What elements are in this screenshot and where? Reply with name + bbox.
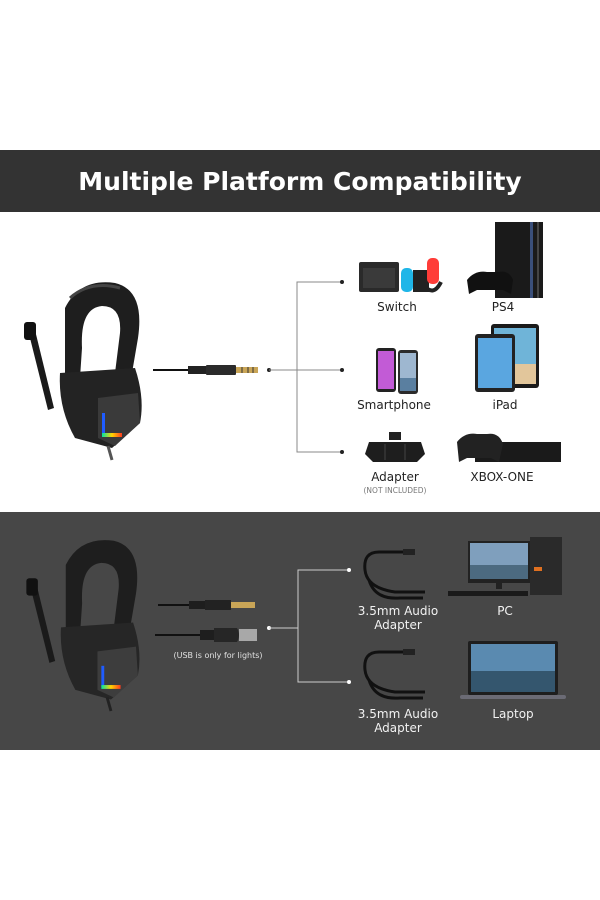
adapter-label-line2: Adapter [374, 618, 422, 632]
device-label-pc: PC [497, 604, 513, 618]
ipad-tablets-icon [475, 324, 539, 392]
connection-bracket [267, 280, 344, 454]
device-label-smartphone: Smartphone [357, 398, 431, 412]
adapter-label-laptop: 3.5mm Audio Adapter [348, 707, 448, 735]
adapter-label-pc: 3.5mm Audio Adapter [348, 604, 448, 632]
device-label-xbox-one: XBOX-ONE [470, 470, 534, 484]
adapter-not-included-note: (NOT INCLUDED) [363, 486, 427, 495]
adapter-label-line2: Adapter [374, 721, 422, 735]
desktop-pc-icon [448, 537, 562, 596]
audio-splitter-icon [363, 649, 425, 700]
headset-icon-bottom [26, 540, 140, 712]
usb-lights-note: (USB is only for lights) [173, 651, 263, 660]
smartphones-icon [376, 348, 418, 394]
audio-jack-icon-bottom [158, 600, 255, 610]
device-label-laptop: Laptop [492, 707, 534, 721]
device-label-ps4: PS4 [491, 300, 515, 314]
xbox-one-console-icon [457, 433, 561, 462]
usb-plug-icon [155, 628, 257, 642]
connection-bracket-bottom [267, 568, 351, 684]
ps4-console-icon [467, 222, 543, 298]
device-label-ipad: iPad [492, 398, 518, 412]
title-banner: Multiple Platform Compatibility [0, 150, 600, 212]
adapter-label-line1: 3.5mm Audio [357, 604, 439, 618]
headset-icon [24, 282, 142, 461]
nintendo-switch-icon [359, 258, 443, 293]
banner-title: Multiple Platform Compatibility [78, 166, 522, 196]
audio-splitter-icon [363, 549, 425, 600]
laptop-icon [460, 641, 566, 699]
device-label-adapter: Adapter [371, 470, 419, 484]
xbox-stereo-adapter-icon [365, 432, 425, 462]
audio-jack-icon [153, 365, 258, 375]
device-label-switch: Switch [377, 300, 417, 314]
adapter-label-line1: 3.5mm Audio [357, 707, 439, 721]
